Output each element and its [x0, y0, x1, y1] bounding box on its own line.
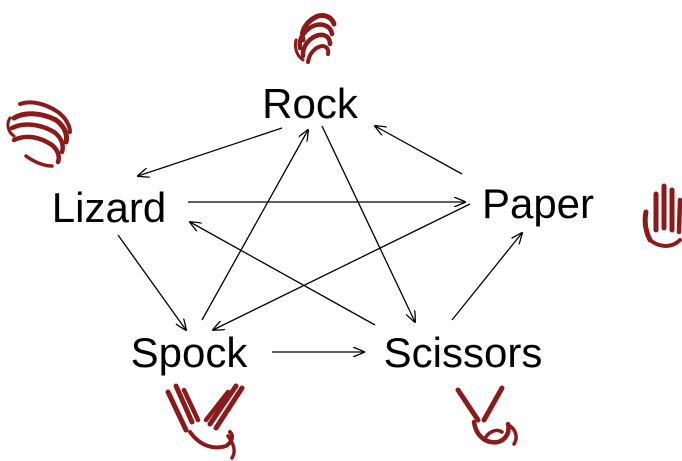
node-rock: Rock	[262, 80, 359, 127]
spock-hand-icon	[165, 383, 245, 460]
edge-rock-beats-lizard	[138, 127, 283, 176]
edge-scissors-beats-lizard	[190, 222, 376, 326]
edge-lizard-beats-spock	[117, 234, 186, 330]
node-lizard: Lizard	[52, 184, 166, 231]
paper-hand-icon	[642, 183, 682, 248]
rock-hand-icon	[293, 13, 337, 64]
scissors-hand-icon	[455, 385, 518, 446]
edge-paper-beats-rock	[375, 126, 463, 175]
node-paper: Paper	[482, 180, 594, 227]
edge-scissors-beats-paper	[451, 233, 522, 321]
edge-rock-beats-scissors	[321, 125, 415, 322]
edge-spock-beats-rock	[201, 130, 308, 321]
node-scissors: Scissors	[384, 329, 543, 376]
node-spock: Spock	[131, 329, 249, 376]
lizard-hand-icon	[6, 100, 72, 168]
edge-paper-beats-spock	[213, 203, 471, 330]
edge-layer	[117, 125, 522, 352]
